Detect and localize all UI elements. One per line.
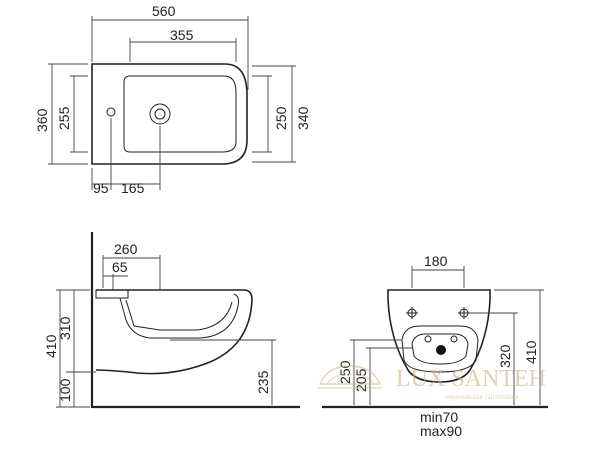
dim-100: 100 xyxy=(57,378,73,402)
dim-310: 310 xyxy=(57,316,73,340)
dim-320: 320 xyxy=(497,344,513,368)
drain-outer xyxy=(149,103,171,125)
dim-65: 65 xyxy=(112,259,128,275)
dim-165: 165 xyxy=(121,180,145,196)
tap-hole xyxy=(106,107,116,117)
watermark-logo-icon xyxy=(318,365,382,389)
dim-250-top: 250 xyxy=(273,106,289,130)
bidet-side-profile xyxy=(95,289,253,375)
dim-180: 180 xyxy=(424,253,448,269)
dim-255: 255 xyxy=(56,106,72,130)
bidet-front-outline xyxy=(387,289,491,383)
top-view: 560 355 360 255 250 340 95 165 xyxy=(34,3,311,196)
dim-260: 260 xyxy=(114,241,138,257)
dim-560: 560 xyxy=(152,3,176,19)
front-view: 180 250 205 320 410 min70 max90 xyxy=(322,253,548,439)
front-inlet-left xyxy=(424,335,432,343)
dim-250-front: 250 xyxy=(337,360,353,384)
dim-410-side: 410 xyxy=(43,334,59,358)
dim-max90: max90 xyxy=(420,423,462,439)
front-bowl-inner xyxy=(411,333,469,365)
front-bowl-outline xyxy=(401,325,479,373)
watermark-brand: LUX SANTEH xyxy=(396,366,546,392)
front-inlet-right xyxy=(450,335,458,343)
dim-340: 340 xyxy=(295,106,311,130)
dim-95: 95 xyxy=(93,180,109,196)
bowl-inner-profile-2 xyxy=(125,299,233,331)
watermark: LUX SANTEH европейская сантехника xyxy=(318,365,546,401)
dim-235: 235 xyxy=(255,370,271,394)
dim-355: 355 xyxy=(170,27,194,43)
drain-inner xyxy=(154,108,166,120)
dim-360: 360 xyxy=(34,108,50,132)
bowl-inner-profile xyxy=(119,293,239,339)
watermark-tagline: европейская сантехника xyxy=(446,393,519,401)
dim-min70: min70 xyxy=(420,409,458,425)
mount-hole-left xyxy=(406,307,418,319)
connector xyxy=(95,289,129,299)
bidet-top-outline xyxy=(91,63,248,165)
bowl-top-outline xyxy=(123,75,237,153)
dim-410-front: 410 xyxy=(523,340,539,364)
front-drain xyxy=(436,345,446,355)
mount-hole-right xyxy=(458,307,470,319)
side-view: 260 65 410 310 100 235 xyxy=(43,232,300,409)
